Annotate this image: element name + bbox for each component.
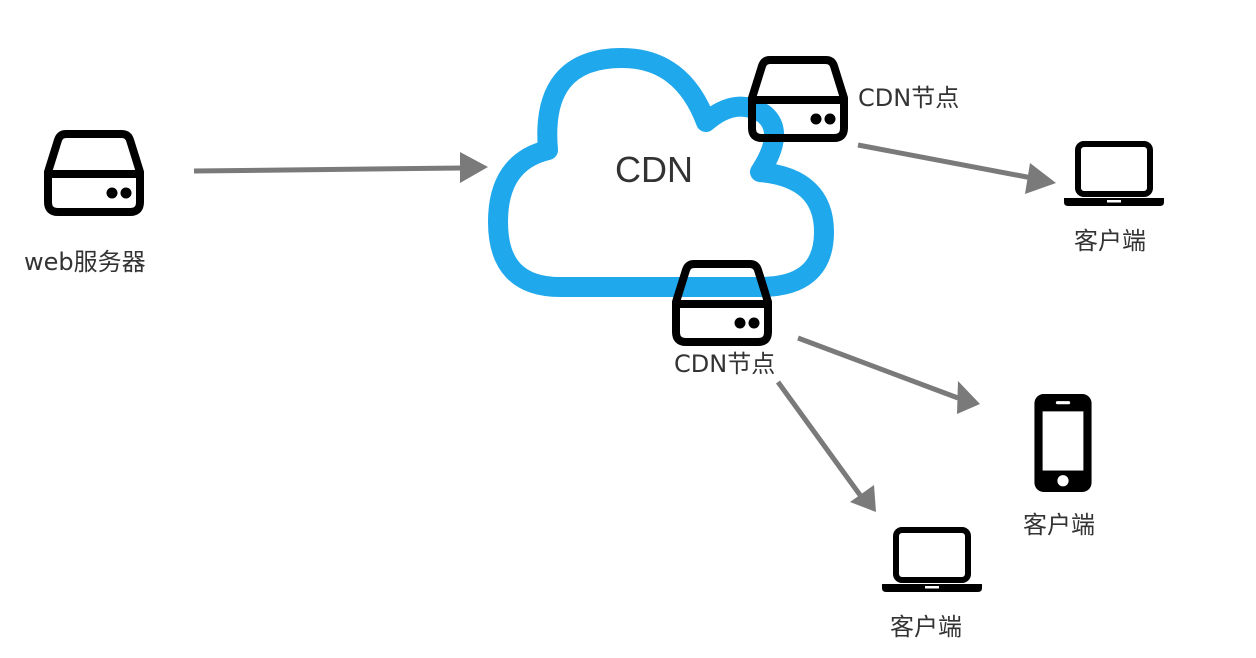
cloud-label: CDN [615,149,693,190]
cdn-node-bottom-icon [676,264,768,342]
cdn-node-top-label: CDN节点 [858,84,960,112]
arrow-cdn-bottom-to-phone [797,335,980,414]
arrow-cdn-top-to-laptop [857,142,1056,194]
client-laptop-bottom-icon [882,530,982,592]
arrow-web-to-cdn [193,152,488,183]
web-server-label: web服务器 [24,248,146,276]
web-server-icon [48,134,140,212]
cdn-cloud-shape [488,48,834,297]
client-phone-label: 客户端 [1023,511,1095,539]
cdn-node-bottom-label: CDN节点 [674,350,776,378]
arrow-cdn-bottom-to-laptop [775,380,876,512]
client-laptop-top-icon [1064,144,1164,206]
client-laptop-bottom-label: 客户端 [890,613,962,641]
client-laptop-top-label: 客户端 [1074,227,1146,255]
client-phone-icon [1034,394,1092,492]
